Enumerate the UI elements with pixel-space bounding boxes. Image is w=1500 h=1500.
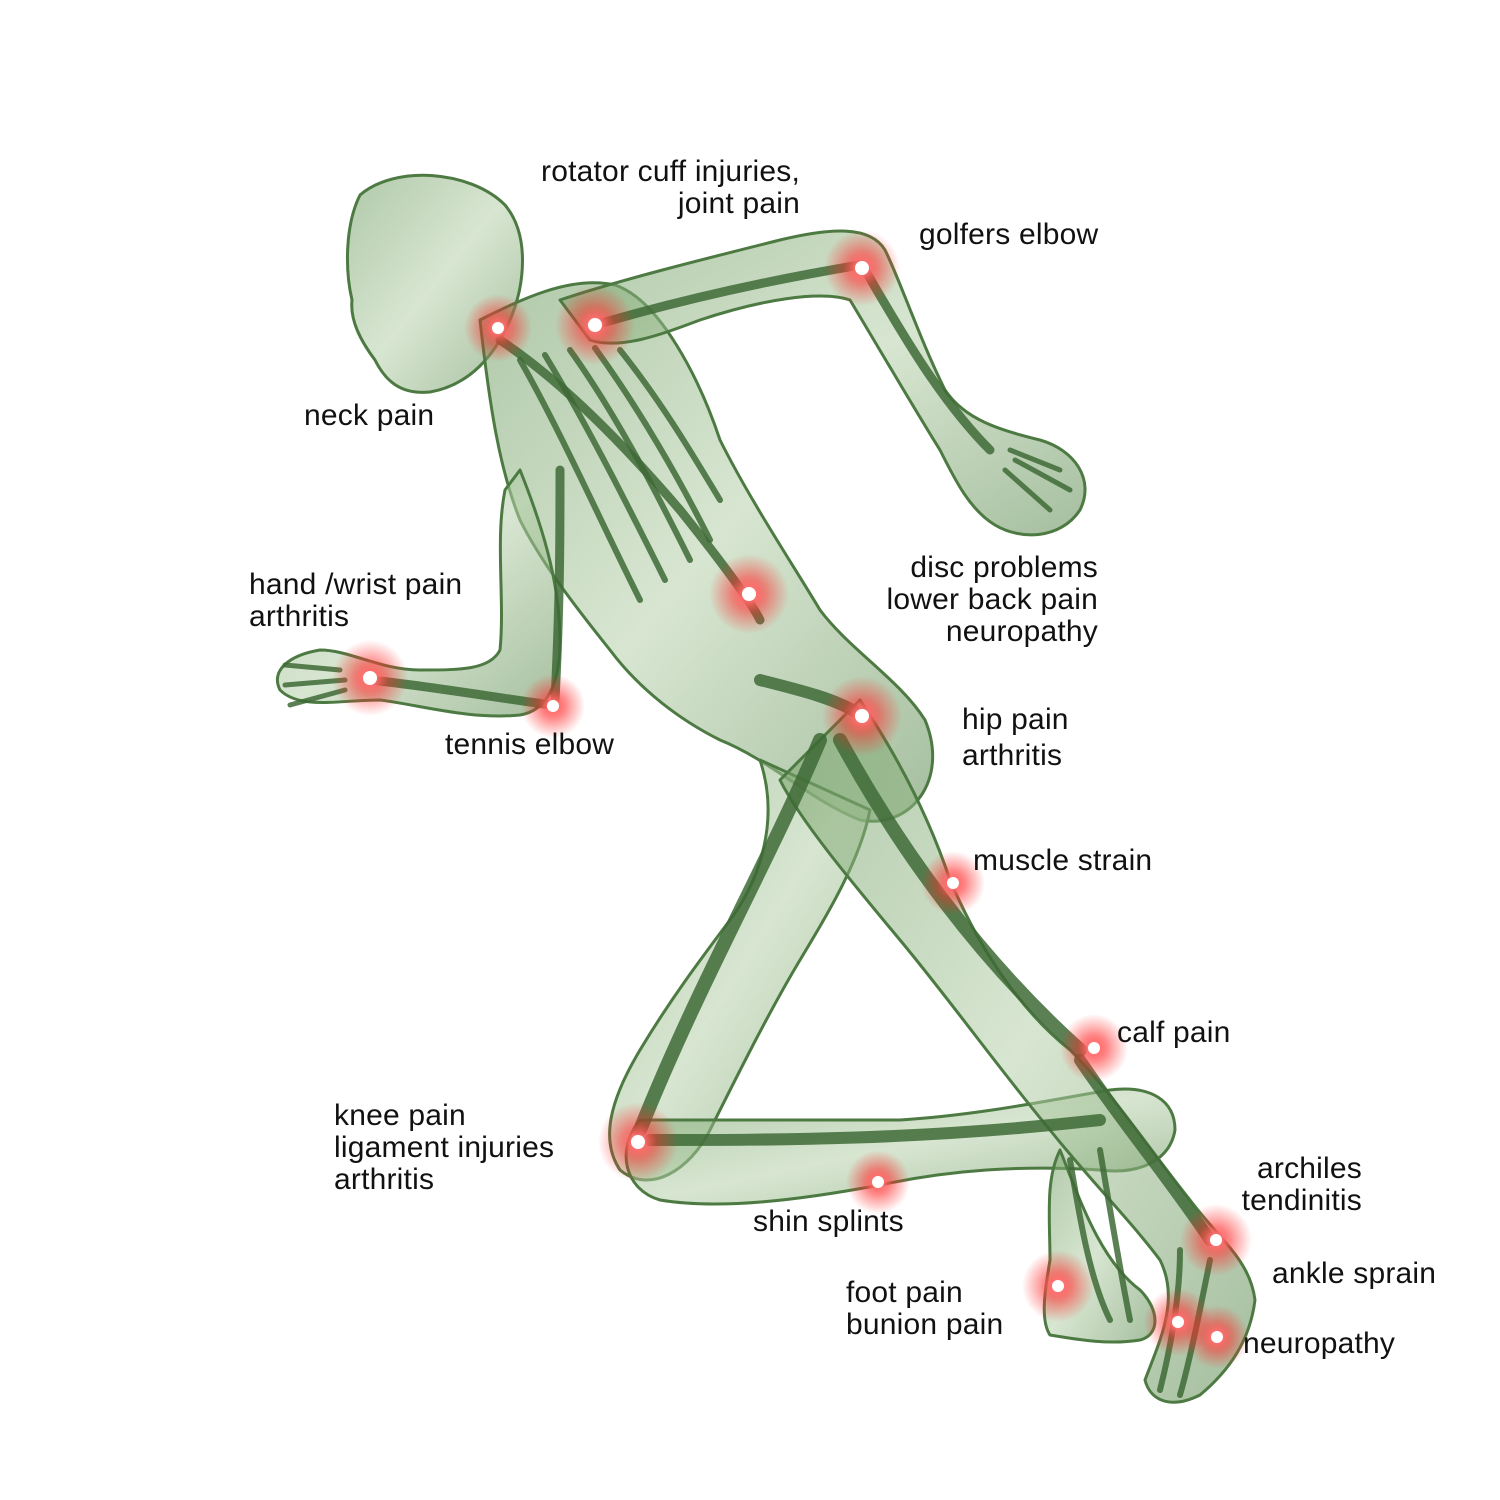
pain-point-muscle xyxy=(921,851,985,915)
label-disc-line1: disc problems xyxy=(910,551,1098,584)
label-disc-problems: disc problems lower back pain neuropathy xyxy=(840,552,1098,648)
label-muscle-strain-text: muscle strain xyxy=(973,844,1153,877)
label-ankle-sprain-text: ankle sprain xyxy=(1272,1257,1437,1290)
front-tibia xyxy=(644,1114,1106,1146)
label-disc-line2: lower back pain xyxy=(886,583,1098,616)
label-achilles: archiles tendinitis xyxy=(1180,1153,1362,1217)
label-ankle-sprain: ankle sprain xyxy=(1272,1258,1436,1290)
pain-point-achilles xyxy=(1180,1204,1252,1276)
label-tennis-elbow: tennis elbow xyxy=(445,729,614,761)
pain-point-lower-back xyxy=(709,554,789,634)
label-rotator-cuff: rotator cuff injuries, joint pain xyxy=(500,156,800,220)
label-calf-pain: calf pain xyxy=(1117,1017,1231,1049)
label-hand-wrist: hand /wrist pain arthritis xyxy=(249,569,462,633)
label-calf-pain-text: calf pain xyxy=(1117,1016,1231,1049)
label-muscle-strain: muscle strain xyxy=(973,845,1152,877)
label-neck-pain-text: neck pain xyxy=(304,399,435,432)
pain-point-wrist xyxy=(332,640,408,716)
pain-points xyxy=(332,230,1252,1369)
label-knee-line2: ligament injuries xyxy=(334,1131,555,1164)
pain-point-golfers-elbow xyxy=(824,230,900,306)
label-rotator-cuff-line1: rotator cuff injuries, xyxy=(541,155,800,188)
label-knee-line1: knee pain xyxy=(334,1099,466,1132)
label-shin-splints: shin splints xyxy=(753,1206,904,1238)
label-foot-line1: foot pain xyxy=(846,1276,963,1309)
label-foot-line2: bunion pain xyxy=(846,1308,1004,1341)
label-tennis-elbow-text: tennis elbow xyxy=(445,728,615,761)
label-knee-line3: arthritis xyxy=(334,1163,435,1196)
label-hip-line2: arthritis xyxy=(962,739,1063,772)
pain-point-neuropathy-2 xyxy=(1185,1305,1249,1369)
label-disc-line3: neuropathy xyxy=(945,615,1098,648)
label-golfers-elbow-text: golfers elbow xyxy=(919,218,1099,251)
pain-point-shoulder xyxy=(555,285,635,365)
label-hip-line1: hip pain xyxy=(962,703,1069,736)
pain-point-hip xyxy=(822,676,902,756)
label-foot-pain: foot pain bunion pain xyxy=(846,1277,1003,1341)
label-knee-pain: knee pain ligament injuries arthritis xyxy=(334,1100,554,1196)
pain-point-shin xyxy=(846,1150,910,1214)
label-achilles-line2: tendinitis xyxy=(1241,1184,1362,1217)
label-achilles-line1: archiles xyxy=(1257,1152,1362,1185)
hand-bones xyxy=(282,447,1073,708)
label-hand-wrist-line2: arthritis xyxy=(249,600,350,633)
label-golfers-elbow: golfers elbow xyxy=(919,219,1098,251)
rib-cage xyxy=(517,345,723,603)
label-neck-pain: neck pain xyxy=(304,400,434,432)
pain-point-foot xyxy=(1022,1250,1094,1322)
label-hip-pain: hip pain arthritis xyxy=(962,702,1069,774)
pain-point-neck xyxy=(464,294,532,362)
label-neuropathy-foot-text: neuropathy xyxy=(1243,1327,1396,1360)
label-shin-splints-text: shin splints xyxy=(753,1205,904,1238)
label-neuropathy-foot: neuropathy xyxy=(1243,1328,1395,1360)
pain-point-tennis-elbow xyxy=(521,674,585,738)
pain-point-knee xyxy=(598,1102,678,1182)
front-humerus xyxy=(550,465,565,705)
label-hand-wrist-line1: hand /wrist pain xyxy=(249,568,463,601)
label-rotator-cuff-line2: joint pain xyxy=(677,187,800,220)
back-arm-shape xyxy=(558,229,1087,537)
foot-bones xyxy=(1067,1147,1213,1398)
front-femur xyxy=(633,733,827,1137)
pain-point-calf xyxy=(1060,1014,1128,1082)
